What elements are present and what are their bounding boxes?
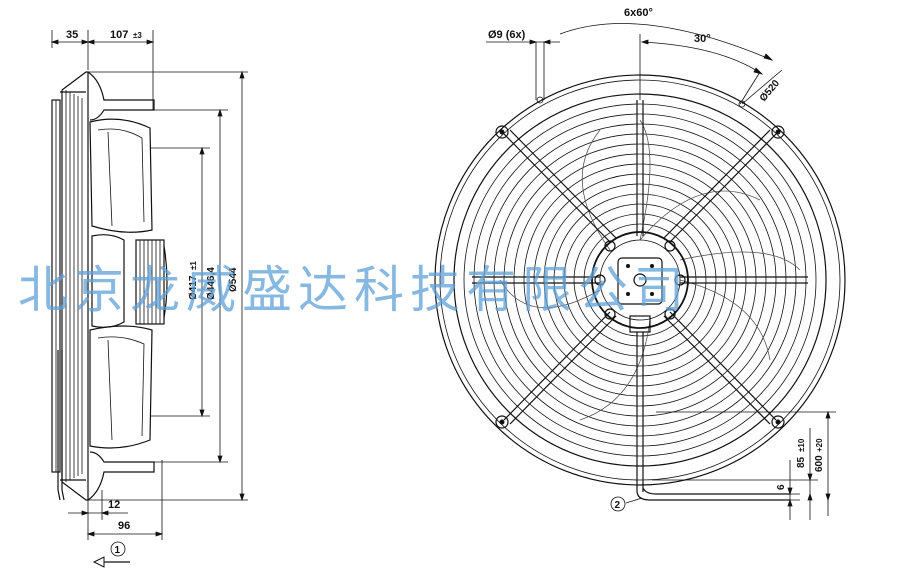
dim-600-tolerance: +20 [815,438,824,452]
cable-marker-number: 2 [615,500,621,511]
dim-417-label: Ø417 [188,275,199,300]
cable-dimensions [652,410,836,520]
dim-35-label: 35 [66,29,78,41]
dim-107-tolerance: ±3 [133,31,142,40]
side-diameter-dimensions [88,70,248,502]
dim-417-tolerance: ±1 [189,261,198,270]
holes-dimension [486,39,560,100]
cable-marker: 2 [610,496,643,512]
dim-600-label: 600 [814,455,825,472]
dim-520-label: Ø520 [758,78,782,104]
side-motor [135,239,168,325]
side-top-dimensions [50,30,155,110]
dim-107-label: 107 [110,29,128,41]
side-cable [57,350,65,501]
dim-96-label: 96 [118,520,130,532]
airflow-direction-marker: 1 [92,541,130,568]
dim-angle-30-label: 30° [694,33,711,45]
angle-dimensions [559,23,774,105]
side-bottom-dimensions [68,460,164,540]
front-motor-hub [591,231,689,333]
front-view: Ø9 (6x) 6x60° 30° Ø520 [434,7,846,520]
dim-angle-6x60-label: 6x60° [624,7,653,19]
diameter-520-dimension [741,69,783,105]
airflow-marker-number: 1 [115,545,121,556]
dim-6-label: 6 [776,484,787,490]
mounting-holes [495,96,785,429]
dim-85-tolerance: ±10 [797,438,806,452]
side-blades [89,118,153,449]
dim-12-label: 12 [108,499,120,511]
dim-85-label: 85 [796,456,807,468]
front-struts [472,100,808,425]
front-blades [499,119,801,421]
dim-446-label: Ø446,4 [206,267,217,300]
dim-544-label: Ø544 [228,267,239,292]
side-view: 35 107 ±3 [50,29,248,568]
dim-holes-label: Ø9 (6x) [488,29,526,41]
